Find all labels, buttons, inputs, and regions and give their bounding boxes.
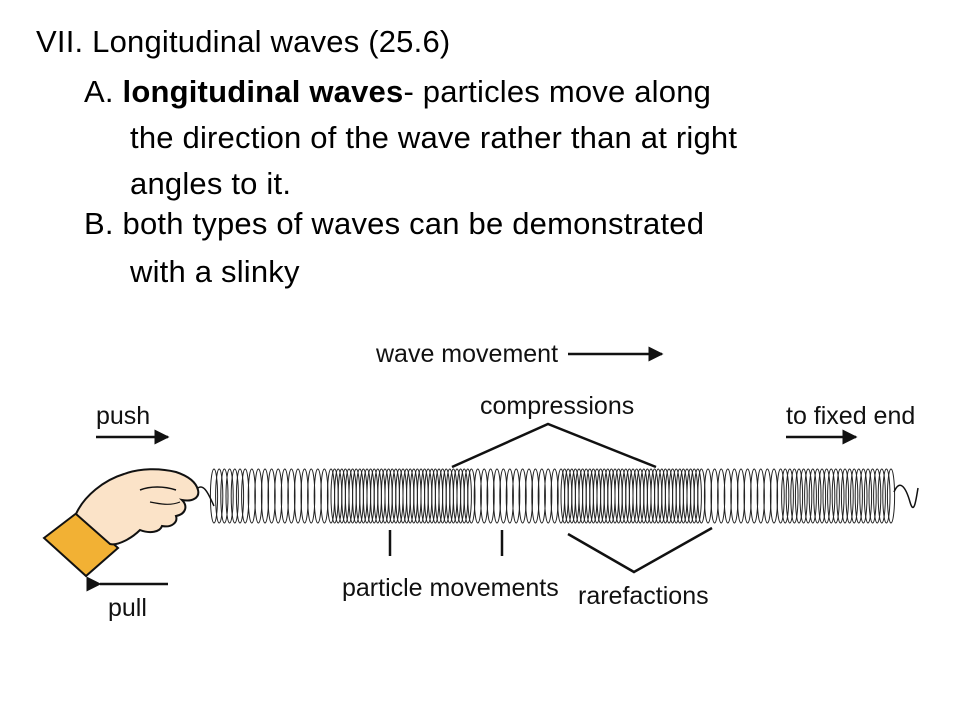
slinky-coil [859,468,868,524]
slinky-coil [831,468,840,524]
slinky-coil [241,468,250,524]
slinky-coil [307,468,316,524]
slinky-coil [756,468,765,524]
slinky-diagram: wave movement compressions push to fixed… [42,340,919,622]
slinky-coil [697,468,706,524]
item-a-prefix: A. [84,74,123,109]
slinky-coil [790,468,799,524]
slinky-coil [313,468,322,524]
slinky-coil [808,468,817,524]
slinky-coil [769,468,779,524]
slinky-coil [473,468,482,524]
slinky-coil [845,468,854,524]
thumb-crease [139,486,177,491]
slinky-coil [287,468,296,524]
slinky-coil [750,468,759,524]
slinky-coil [817,468,827,524]
slinky-coil [785,468,794,524]
slinky-coil [868,468,877,524]
slinky-coil [300,468,309,524]
item-b-line-2: with a slinky [130,254,300,289]
slinky-coil [854,468,863,524]
slinky-coil [550,468,559,524]
slinky-coil [531,468,540,524]
slinky-coil [693,468,702,524]
particle-movements-label: particle movements [342,574,559,602]
slinky-coil [886,468,896,524]
slinky-coil [537,468,546,524]
slide-heading: VII. Longitudinal waves (25.6) [36,24,451,59]
slinky-coil [518,468,527,524]
slinky-coil [492,468,502,524]
slinky-coil [247,468,256,524]
slinky-coil [827,468,836,524]
slinky-coil [254,468,263,524]
item-a-rest: - particles move along [403,74,712,109]
slinky-coil [215,468,224,524]
slinky-coil [877,468,886,524]
slinky-coil [499,468,508,524]
slinky-coil [267,468,276,524]
slinky-coil [544,468,553,524]
slinky-coil [882,468,891,524]
slinky-coil [230,468,239,524]
slinky-coil [225,468,234,524]
slinky-coil [260,468,270,524]
slinky-coil [776,468,785,524]
item-a-line-3: angles to it. [130,166,292,201]
slinky-coil [763,468,772,524]
slinky-coil [736,468,746,524]
slinky-coil [743,468,752,524]
slinky-coil [710,468,719,524]
slinky-coil [512,468,521,524]
slinky-coil [813,468,822,524]
slinky-coil [467,468,476,524]
push-label: push [96,402,150,430]
item-b-line-1: B. both types of waves can be demonstrat… [84,206,705,241]
slinky-coil [850,468,859,524]
item-a-term: longitudinal waves [122,74,404,109]
item-a-line-2: the direction of the wave rather than at… [130,120,738,155]
slinky-coil [822,468,831,524]
slinky-coil [840,468,850,524]
rarefactions-label: rarefactions [578,582,709,610]
wave-movement-label: wave movement [375,340,558,368]
slinky-coil [781,468,790,524]
to-fixed-end-label: to fixed end [786,402,915,430]
slinky-coil [836,468,845,524]
slinky-coil [320,468,329,524]
sleeve-cuff [42,510,120,578]
slinky-coil [209,468,219,524]
compressions-label: compressions [480,392,634,420]
slinky-coil [505,468,514,524]
slinky-coils [209,468,896,524]
slinky-coil [873,468,882,524]
slinky-fixed-end-wire [893,484,919,509]
slinky-coil [723,468,732,524]
slinky-coil [280,468,289,524]
slinky-coil [486,468,495,524]
slinky-coil [220,468,229,524]
slinky-coil [717,468,726,524]
slinky-coil [274,468,283,524]
finger-crease [149,501,181,505]
slinky-coil [480,468,489,524]
slinky-coil [703,468,713,524]
pull-label: pull [108,594,147,622]
slinky-coil [794,468,804,524]
slinky-coil [524,468,534,524]
slinky-coil [730,468,739,524]
rarefactions-pointer [567,526,713,574]
slinky-coil [235,468,245,524]
slinky-coil [863,468,873,524]
slinky-coil [463,468,472,524]
item-a-line-1: A. longitudinal waves- particles move al… [84,74,711,110]
slinky-coil [804,468,813,524]
compressions-pointer [451,422,657,469]
slinky-coil [293,468,303,524]
hand-icon [42,468,200,578]
slinky-coil [799,468,808,524]
